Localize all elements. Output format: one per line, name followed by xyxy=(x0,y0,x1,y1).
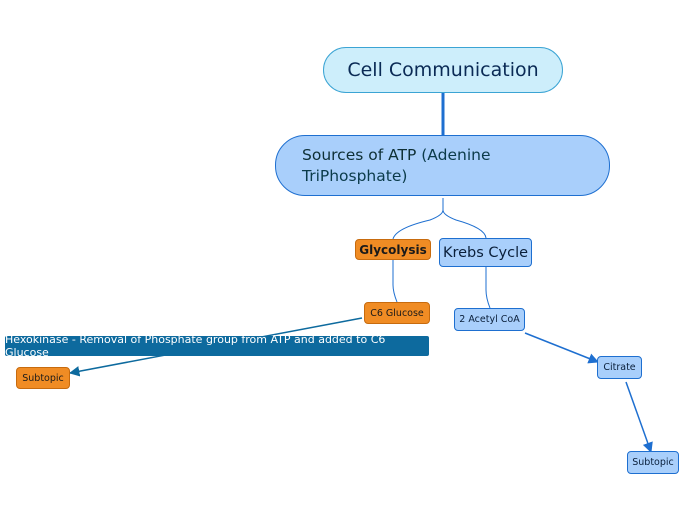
floating-topic-citrate[interactable]: Citrate xyxy=(597,356,642,379)
main-topic-title-bold: Sources of ATP xyxy=(302,145,417,164)
relationship-label-hexokinase[interactable]: Hexokinase - Removal of Phosphate group … xyxy=(5,333,429,359)
arrow-acoa-citrate xyxy=(524,332,599,364)
citrate-label: Citrate xyxy=(603,362,636,373)
main-topic-title-rest: (Adenine TriPhosphate) xyxy=(302,145,491,185)
subtopic-krebs-cycle[interactable]: Krebs Cycle xyxy=(439,238,532,267)
connector-main-krebs xyxy=(442,198,487,239)
main-topic-text: Sources of ATP (Adenine TriPhosphate) xyxy=(302,145,589,187)
acetyl-coa-label: 2 Acetyl CoA xyxy=(459,314,520,325)
subtopic-orange-label: Subtopic xyxy=(22,372,64,384)
glycolysis-label: Glycolysis xyxy=(359,242,427,257)
connector-krebs-acoa xyxy=(485,267,491,309)
central-topic-cell-communication[interactable]: Cell Communication xyxy=(323,47,563,93)
main-topic-sources-of-atp[interactable]: Sources of ATP (Adenine TriPhosphate) xyxy=(275,135,610,196)
krebs-cycle-label: Krebs Cycle xyxy=(442,244,529,261)
subtopic-2-acetyl-coa[interactable]: 2 Acetyl CoA xyxy=(454,308,525,331)
connector-main-glycolysis xyxy=(392,198,444,240)
arrow-citrate-subtopic xyxy=(625,381,653,453)
floating-topic-subtopic-blue[interactable]: Subtopic xyxy=(627,451,679,474)
central-topic-label: Cell Communication xyxy=(347,59,539,81)
c6-glucose-label: C6 Glucose xyxy=(370,307,424,319)
floating-topic-subtopic-orange[interactable]: Subtopic xyxy=(16,367,70,389)
subtopic-glycolysis[interactable]: Glycolysis xyxy=(355,239,431,260)
subtopic-blue-label: Subtopic xyxy=(632,457,674,468)
relationship-label-text: Hexokinase - Removal of Phosphate group … xyxy=(5,333,386,359)
connector-glycolysis-c6 xyxy=(392,260,398,303)
subtopic-c6-glucose[interactable]: C6 Glucose xyxy=(364,302,430,324)
